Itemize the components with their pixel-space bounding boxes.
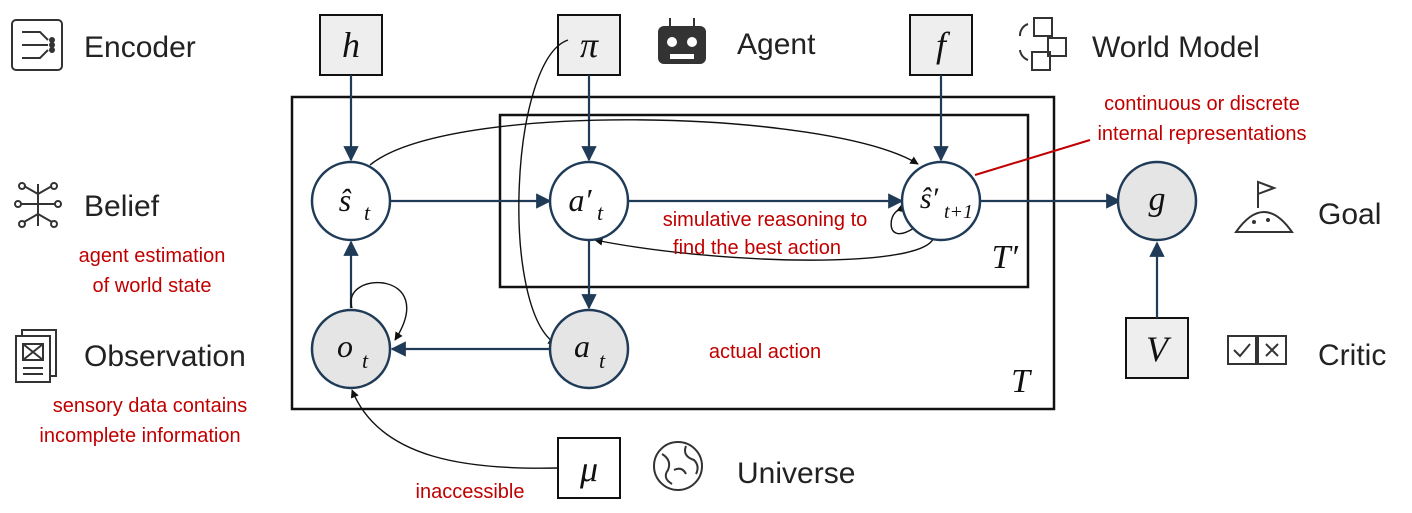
- check-boxes-icon: [1227, 335, 1287, 365]
- robot-icon: [658, 18, 706, 64]
- svg-text:o: o: [337, 328, 353, 364]
- note-inaccessible: inaccessible: [416, 481, 525, 503]
- svg-text:π: π: [580, 25, 599, 65]
- svg-text:g: g: [1149, 181, 1166, 218]
- edge-sprime-self-loop: [890, 204, 915, 235]
- circuit-board-icon: [11, 19, 63, 71]
- svg-text:h: h: [342, 25, 360, 65]
- note-observation-2: incomplete information: [39, 425, 240, 447]
- flag-hill-icon: [1234, 180, 1294, 233]
- param-f: f: [909, 14, 973, 76]
- node-a: a t: [548, 308, 630, 390]
- cubes-icon: [1019, 17, 1067, 71]
- note-observation-1: sensory data contains: [53, 395, 248, 417]
- svg-text:t: t: [362, 348, 369, 373]
- note-reasoning-2: find the best action: [673, 237, 841, 259]
- svg-text:t: t: [597, 200, 604, 225]
- node-s-hat: ŝ t: [310, 160, 392, 242]
- note-representation-2: internal representations: [1097, 123, 1306, 145]
- inner-plate-label: T′: [992, 239, 1019, 276]
- edge-o-self-loop: [350, 281, 408, 341]
- document-stack-icon: [15, 329, 57, 383]
- edge-sprime-to-aprime-curve: [594, 235, 935, 261]
- edge-pi-to-a-curve: [518, 39, 569, 345]
- representation-pointer: [974, 139, 1091, 176]
- param-mu: μ: [557, 437, 621, 499]
- label-critic: Critic: [1318, 339, 1386, 372]
- note-belief-2: of world state: [93, 275, 212, 297]
- svg-text:t: t: [364, 200, 371, 225]
- svg-text:μ: μ: [579, 449, 598, 489]
- label-world-model: World Model: [1092, 31, 1260, 64]
- svg-text:a′: a′: [569, 182, 593, 218]
- label-encoder: Encoder: [84, 31, 196, 64]
- node-g: g: [1116, 160, 1198, 242]
- note-representation-1: continuous or discrete: [1104, 93, 1300, 115]
- edge-mu-to-o: [350, 389, 559, 469]
- param-v: V: [1125, 317, 1189, 379]
- neural-tree-icon: [14, 182, 62, 228]
- svg-text:t+1: t+1: [944, 201, 973, 223]
- node-s-hat-prime: ŝ′ t+1: [900, 160, 982, 242]
- svg-text:t: t: [599, 348, 606, 373]
- svg-text:ŝ′: ŝ′: [920, 182, 939, 215]
- label-universe: Universe: [737, 457, 855, 490]
- label-observation: Observation: [84, 340, 246, 373]
- outer-plate: [290, 95, 1056, 411]
- param-h: h: [319, 14, 383, 76]
- param-pi: π: [557, 14, 621, 76]
- edge-s-to-sprime-curve: [369, 119, 919, 166]
- outer-plate-label: T: [1011, 363, 1032, 400]
- note-actual-action: actual action: [709, 341, 821, 363]
- label-goal: Goal: [1318, 198, 1381, 231]
- note-belief-1: agent estimation: [79, 245, 226, 267]
- svg-text:ŝ: ŝ: [339, 182, 352, 218]
- globe-icon: [653, 441, 703, 491]
- label-belief: Belief: [84, 190, 160, 223]
- svg-text:V: V: [1146, 329, 1172, 369]
- svg-text:a: a: [574, 328, 590, 364]
- node-a-prime: a′ t: [548, 160, 630, 242]
- label-agent: Agent: [737, 28, 816, 61]
- note-reasoning-1: simulative reasoning to: [663, 209, 868, 231]
- node-o: o t: [310, 308, 392, 390]
